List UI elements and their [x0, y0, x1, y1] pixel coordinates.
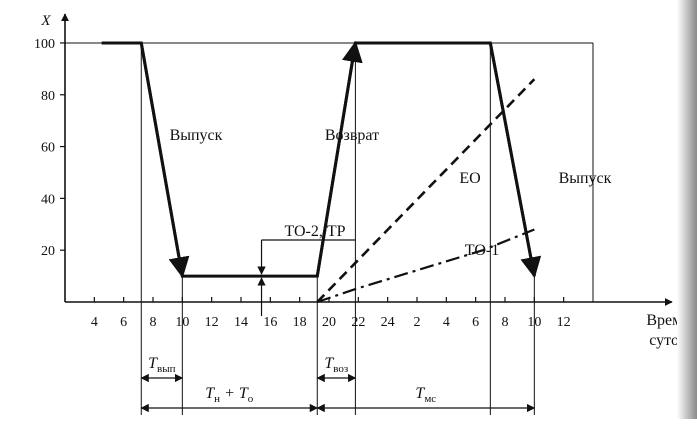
x-tick-label-16: 12: [557, 315, 571, 330]
x-tick-label-4: 12: [205, 315, 219, 330]
label-return: Возврат: [325, 127, 379, 144]
page-edge-shadow: [677, 0, 697, 419]
x-tick-label-11: 2: [414, 315, 421, 330]
y-tick-label-60: 60: [41, 141, 55, 156]
label-t-ms: Tмс: [415, 385, 436, 405]
x-tick-label-14: 8: [502, 315, 509, 330]
x-tick-label-5: 14: [234, 315, 248, 330]
label-t-vyp: Tвып: [148, 355, 175, 375]
x-tick-label-7: 18: [293, 315, 307, 330]
label-to2: ТО-2, ТР: [284, 223, 345, 240]
x-tick-label-13: 6: [472, 315, 479, 330]
x-tick-label-6: 16: [263, 315, 277, 330]
return-arrow: [317, 43, 355, 276]
label-release-1: Выпуск: [170, 127, 223, 144]
x-tick-label-9: 22: [351, 315, 365, 330]
x-tick-label-8: 20: [322, 315, 336, 330]
label-release-2: Выпуск: [559, 170, 612, 187]
x-tick-label-10: 24: [381, 315, 395, 330]
y-tick-label-80: 80: [41, 89, 55, 104]
y-tick-label-40: 40: [41, 192, 55, 207]
y-axis-label: X: [40, 13, 51, 29]
x-tick-label-12: 4: [443, 315, 450, 330]
x-tick-label-1: 6: [120, 315, 127, 330]
y-tick-label-20: 20: [41, 244, 55, 259]
label-t-no: Tн + Tо: [205, 385, 254, 405]
label-to1: ТО-1: [465, 242, 499, 259]
label-t-voz: Tвоз: [324, 355, 348, 375]
x-tick-label-0: 4: [91, 315, 98, 330]
label-eo: ЕО: [459, 170, 480, 187]
y-tick-label-100: 100: [34, 37, 55, 52]
x-tick-label-2: 8: [150, 315, 157, 330]
release-arrow-1: [141, 43, 182, 276]
